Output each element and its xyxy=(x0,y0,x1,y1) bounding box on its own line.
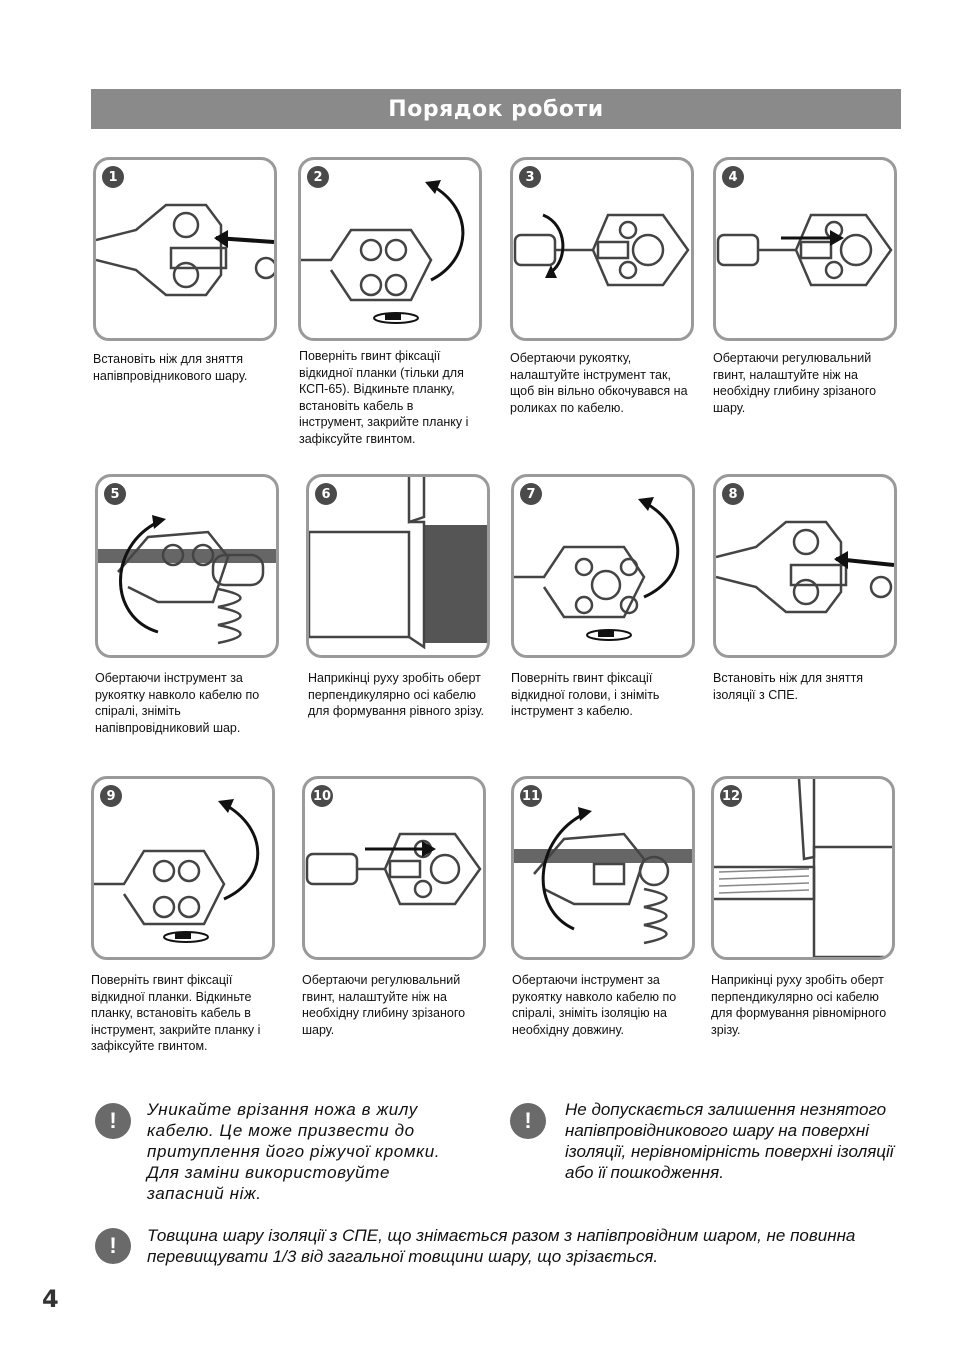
step-number-badge: 4 xyxy=(722,166,744,188)
step-panel-6: 6 xyxy=(306,474,490,658)
step-number-badge: 7 xyxy=(520,483,542,505)
page-number: 4 xyxy=(42,1285,59,1313)
warning-knife: Уникайте врізання ножа в жилу кабелю. Це… xyxy=(147,1100,441,1203)
tool-illustration-11 xyxy=(514,807,692,945)
step-panel-12: 12 xyxy=(711,776,895,960)
step-caption-10: Обертаючи регулювальний гвинт, налаштуйт… xyxy=(302,973,466,1037)
step-number-badge: 8 xyxy=(722,483,744,505)
step-caption-2: Поверніть гвинт фіксації відкидної планк… xyxy=(299,349,469,446)
step-caption-6: Наприкінці руху зробіть оберт перпендику… xyxy=(308,671,484,718)
tool-illustration-4 xyxy=(716,213,893,287)
step-panel-8: 8 xyxy=(713,474,897,658)
step-caption-7: Поверніть гвинт фіксації відкидної голов… xyxy=(511,671,660,718)
exclamation-icon: ! xyxy=(95,1103,131,1139)
step-panel-10: 10 xyxy=(302,776,486,960)
step-caption-9: Поверніть гвинт фіксації відкидної планк… xyxy=(91,973,261,1053)
tool-illustration-9 xyxy=(94,799,260,943)
tool-illustration-1 xyxy=(96,203,274,297)
step-panel-2: 2 xyxy=(298,157,482,341)
step-number-badge: 3 xyxy=(519,166,541,188)
step-panel-5: 5 xyxy=(95,474,279,658)
warning-semiconductor: Не допускається залишення незнятого напі… xyxy=(565,1100,894,1182)
page-title: Порядок роботи xyxy=(388,96,604,122)
step-panel-9: 9 xyxy=(91,776,275,960)
cut-illustration-12 xyxy=(714,779,892,957)
step-number-badge: 9 xyxy=(100,785,122,807)
step-panel-7: 7 xyxy=(511,474,695,658)
step-number-badge: 10 xyxy=(311,785,333,807)
step-number-badge: 11 xyxy=(520,785,542,807)
step-number-badge: 5 xyxy=(104,483,126,505)
exclamation-icon: ! xyxy=(95,1228,131,1264)
tool-illustration-2 xyxy=(301,180,465,324)
header-bar: Порядок роботи xyxy=(91,89,901,129)
step-caption-3: Обертаючи рукоятку, налаштуйте інструмен… xyxy=(510,351,688,415)
step-caption-11: Обертаючи інструмент за рукоятку навколо… xyxy=(512,973,677,1037)
tool-illustration-3 xyxy=(513,213,690,287)
step-number-badge: 1 xyxy=(102,166,124,188)
step-caption-4: Обертаючи регулювальний гвинт, налаштуйт… xyxy=(713,351,877,415)
step-number-badge: 12 xyxy=(720,785,742,807)
warning-thickness: Товщина шару ізоляції з СПЕ, що знімаєть… xyxy=(147,1226,856,1266)
tool-illustration-8 xyxy=(716,520,894,614)
step-caption-12: Наприкінці руху зробіть оберт перпендику… xyxy=(711,973,887,1037)
tool-illustration-10 xyxy=(305,832,482,906)
exclamation-icon: ! xyxy=(510,1103,546,1139)
step-panel-3: 3 xyxy=(510,157,694,341)
step-caption-8: Встановіть ніж для зняття ізоляції з СПЕ… xyxy=(713,671,864,702)
cut-illustration-6 xyxy=(309,477,487,650)
step-panel-11: 11 xyxy=(511,776,695,960)
step-panel-4: 4 xyxy=(713,157,897,341)
step-caption-1: Встановіть ніж для зняття напівпровідник… xyxy=(93,352,248,383)
tool-illustration-5 xyxy=(98,515,276,645)
step-caption-5: Обертаючи інструмент за рукоятку навколо… xyxy=(95,671,260,735)
step-panel-1: 1 xyxy=(93,157,277,341)
step-number-badge: 6 xyxy=(315,483,337,505)
step-number-badge: 2 xyxy=(307,166,329,188)
tool-illustration-7 xyxy=(514,497,680,641)
